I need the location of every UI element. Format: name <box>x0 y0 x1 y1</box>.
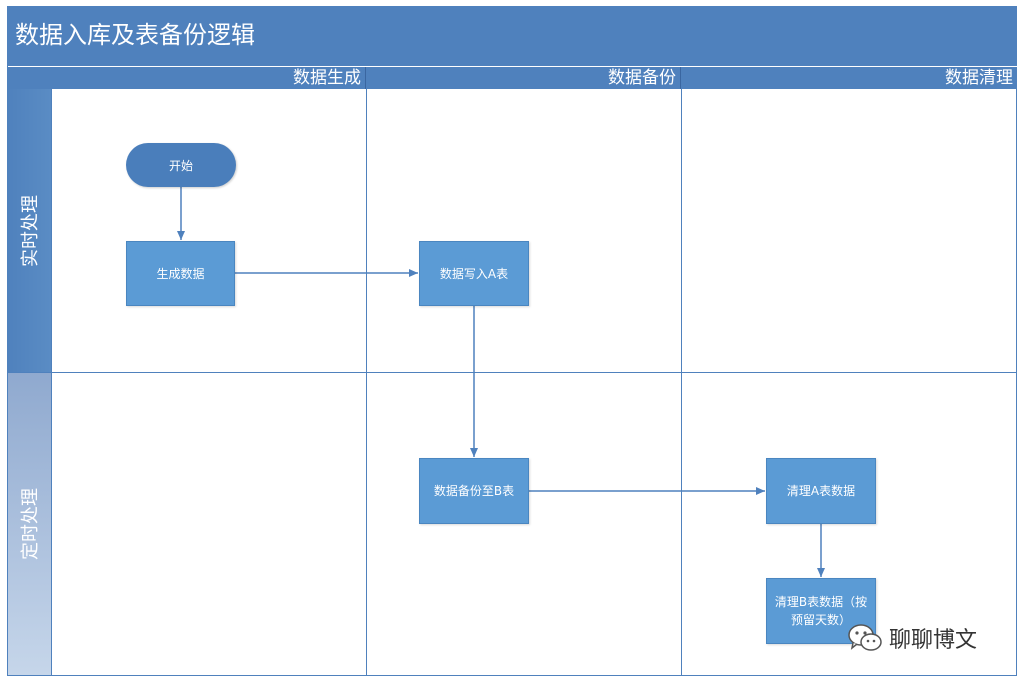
write-table-a-node: 数据写入A表 <box>419 241 529 306</box>
watermark: 聊聊博文 <box>847 622 977 654</box>
title-bar: 数据入库及表备份逻辑 <box>7 6 1017 66</box>
column-divider-2 <box>681 89 682 676</box>
lane-header-realtime: 实时处理 <box>7 89 51 372</box>
watermark-text: 聊聊博文 <box>889 628 978 653</box>
column-header-cleanup: 数据清理 <box>681 67 1017 89</box>
backup-table-b-node: 数据备份至B表 <box>419 458 529 524</box>
start-node: 开始 <box>126 143 236 187</box>
lane-divider-horizontal <box>7 372 1017 373</box>
column-divider-1 <box>366 89 367 676</box>
clean-table-a-node: 清理A表数据 <box>766 458 876 524</box>
generate-data-node: 生成数据 <box>126 241 235 306</box>
column-header-backup: 数据备份 <box>366 67 681 89</box>
lane-header-scheduled: 定时处理 <box>7 372 51 676</box>
bottom-border <box>7 675 1017 676</box>
lane-divider-left <box>51 89 52 676</box>
diagram-title: 数据入库及表备份逻辑 <box>15 21 255 49</box>
column-header-generate: 数据生成 <box>7 67 366 89</box>
left-border <box>7 6 8 676</box>
wechat-icon <box>848 624 882 651</box>
right-border <box>1016 89 1017 676</box>
